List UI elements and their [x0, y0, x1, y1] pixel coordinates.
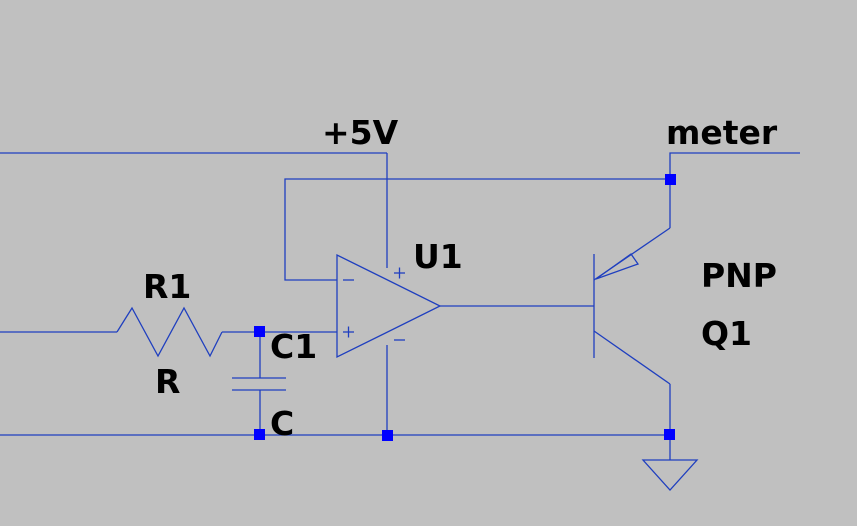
ground-icon [641, 459, 699, 491]
junction-nodes [254, 174, 676, 441]
transistor-type-label: PNP [701, 256, 777, 295]
opamp-ref-label: U1 [413, 237, 463, 276]
junction-node [664, 429, 675, 440]
junction-node [665, 174, 676, 185]
junction-node [382, 430, 393, 441]
junction-node [254, 326, 265, 337]
junction-node [254, 429, 265, 440]
capacitor-c1-symbol [232, 377, 286, 391]
capacitor-value-label: C [270, 404, 294, 443]
supply-label: +5V [322, 113, 399, 152]
resistor-r1-symbol [116, 306, 223, 358]
transistor-q1-symbol [593, 227, 671, 385]
transistor-ref-label: Q1 [701, 314, 752, 353]
meter-net-label: meter [666, 113, 778, 152]
wires [0, 152, 800, 460]
resistor-ref-label: R1 [143, 267, 191, 306]
resistor-value-label: R [155, 362, 180, 401]
wire-feedback-loop [284, 178, 670, 281]
capacitor-ref-label: C1 [270, 327, 317, 366]
wire-meter-net [669, 152, 800, 179]
opamp-u1-symbol [336, 253, 442, 359]
